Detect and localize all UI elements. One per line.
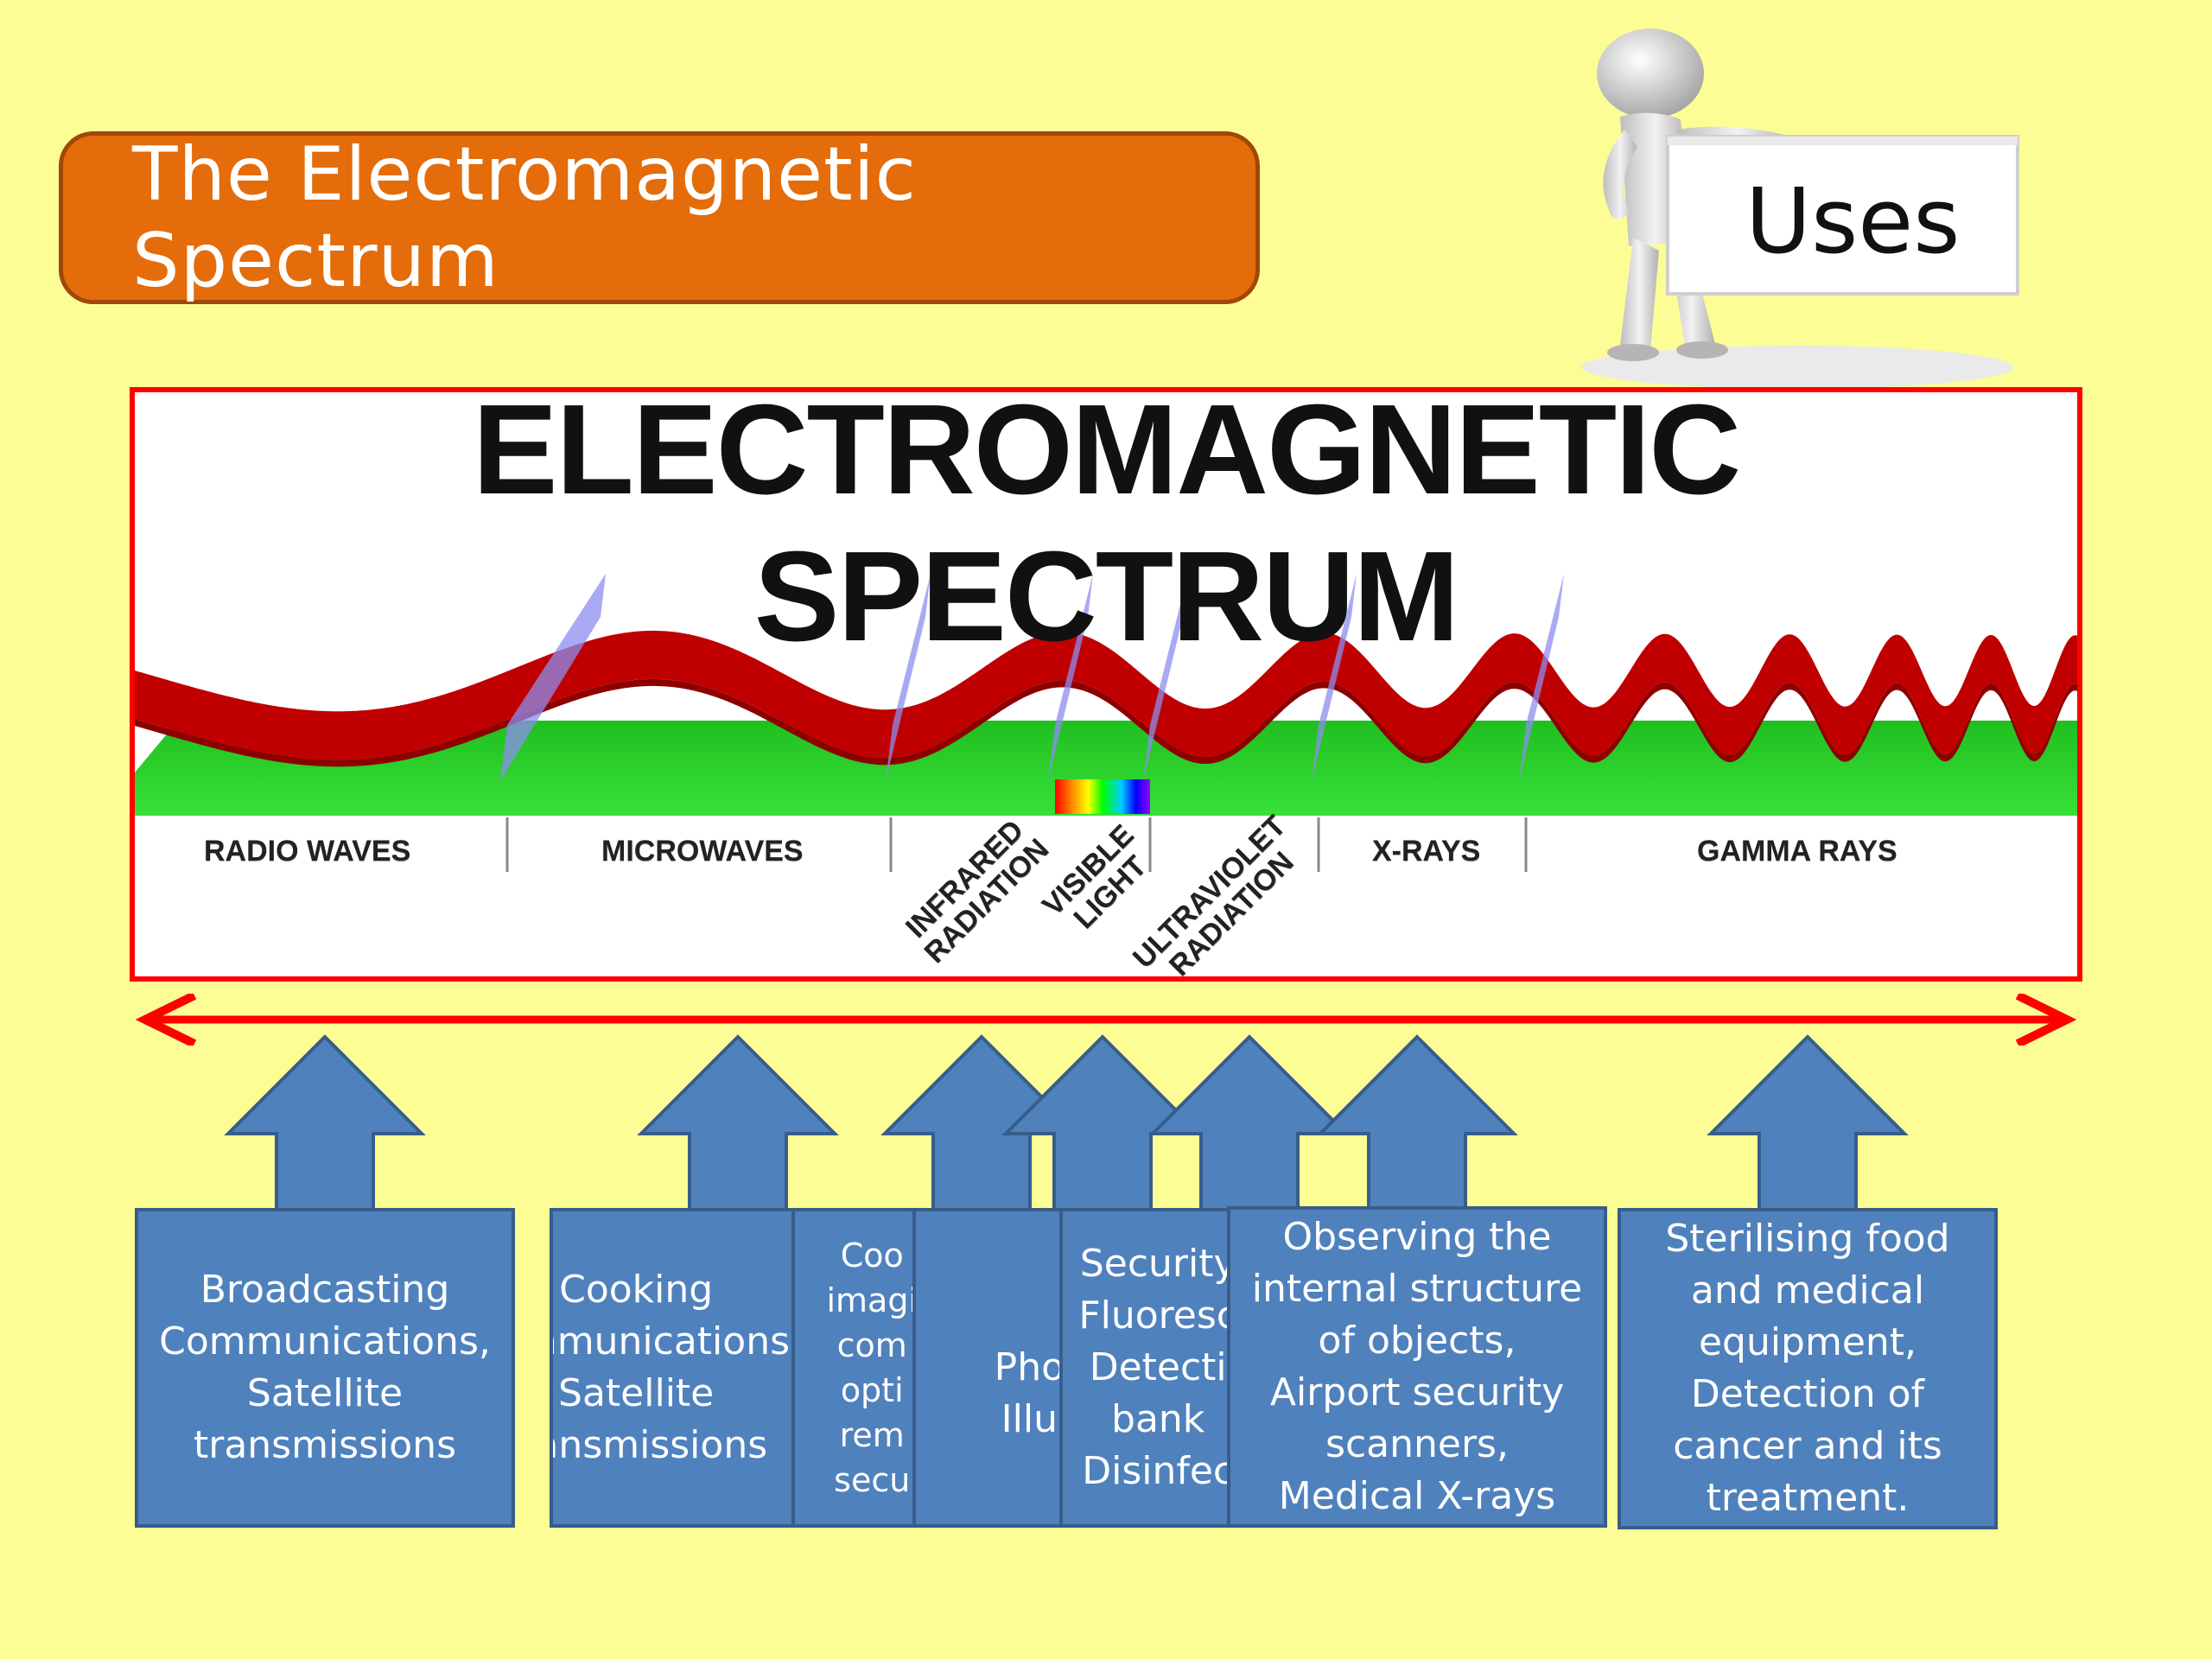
wave-ribbon (135, 630, 2077, 760)
divider-xray-gamma (1519, 574, 1564, 781)
slide-title-box: The Electromagnetic Spectrum (59, 131, 1260, 304)
band-label-xrays: X-RAYS (1372, 835, 1481, 868)
band-label-microwaves: MICROWAVES (601, 835, 804, 868)
spectrum-heading: ELECTROMAGNETIC SPECTRUM (472, 387, 1741, 668)
band-label-radio: RADIO WAVES (204, 835, 411, 868)
wave-shadow (135, 678, 2077, 767)
range-arrow (135, 994, 2077, 1046)
use-box-infrared: Coo imagi com opti rem secu (791, 1208, 921, 1528)
divider-ir-visible (1048, 574, 1093, 781)
spectrum-graphic (135, 574, 2077, 872)
visible-rainbow (1055, 779, 1150, 814)
up-arrow-ultraviolet (1148, 1034, 1351, 1211)
use-box-gamma: Sterilising food and medical equipment, … (1618, 1208, 1998, 1529)
spectrum-diagram: ELECTROMAGNETIC SPECTRUM RADIO WAVES MIC… (130, 387, 2082, 982)
uses-figure-icon (1581, 29, 2019, 389)
band-label-gamma: GAMMA RAYS (1697, 835, 1897, 868)
use-box-radio: Broadcasting Communications, Satellite t… (135, 1208, 515, 1528)
up-arrow-xrays (1316, 1034, 1518, 1211)
use-box-visible: Pho Illu (912, 1208, 1068, 1528)
up-arrow-gamma (1707, 1034, 1909, 1211)
divider-visible-uv (1143, 574, 1188, 781)
divider-micro-ir (886, 574, 931, 781)
use-box-ultraviolet: Security Fluoresc Detecti bank Disinfec (1059, 1208, 1241, 1528)
uses-label: Uses (1745, 168, 1961, 274)
up-arrow-infrared (880, 1034, 1083, 1211)
up-arrow-radio (224, 1034, 426, 1211)
divider-radio-micro (500, 574, 606, 781)
up-arrow-visible (1001, 1034, 1204, 1211)
slide-title: The Electromagnetic Spectrum (132, 131, 917, 304)
use-box-xrays: Observing the internal structure of obje… (1227, 1206, 1607, 1528)
use-box-microwaves: Cooking Communications, Satellite transm… (550, 1208, 809, 1528)
divider-uv-xray (1312, 574, 1357, 781)
up-arrow-microwaves (637, 1034, 839, 1211)
